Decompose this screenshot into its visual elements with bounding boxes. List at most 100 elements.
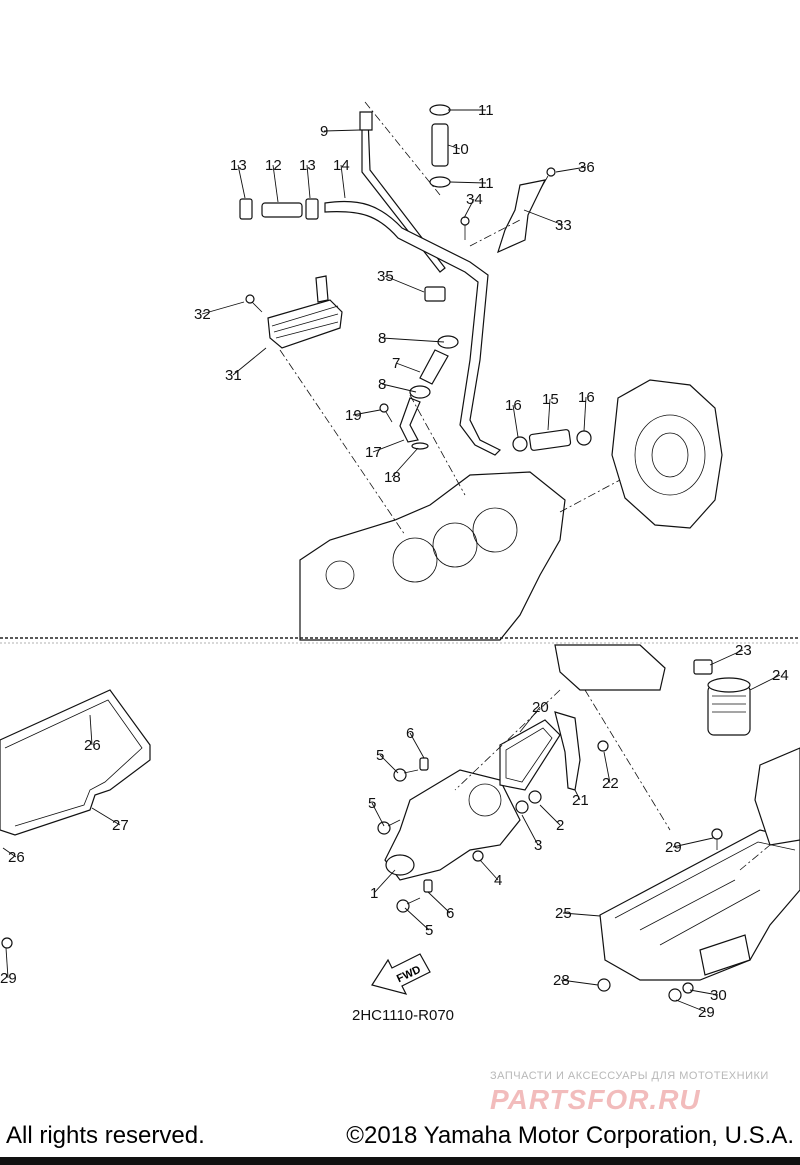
bolt-28 bbox=[597, 978, 611, 992]
footer: All rights reserved. ©2018 Yamaha Motor … bbox=[0, 1118, 800, 1156]
o-ring-3 bbox=[515, 800, 529, 814]
callout-32: 32 bbox=[194, 306, 211, 323]
clamp-13-right bbox=[305, 198, 319, 220]
callout-16: 16 bbox=[578, 389, 595, 406]
oil-pan-25 bbox=[599, 829, 800, 981]
callout-leader-28 bbox=[560, 979, 599, 986]
clamp-13-left bbox=[239, 198, 253, 220]
bottom-bar bbox=[0, 1157, 800, 1165]
callout-28: 28 bbox=[553, 972, 570, 989]
callout-5: 5 bbox=[368, 795, 376, 812]
callout-36: 36 bbox=[578, 159, 595, 176]
callout-31: 31 bbox=[225, 367, 242, 384]
o-ring-18 bbox=[411, 442, 429, 450]
bolt-5-c bbox=[396, 897, 421, 913]
gasket-right bbox=[754, 747, 800, 846]
callout-12: 12 bbox=[265, 157, 282, 174]
callout-3: 3 bbox=[534, 837, 542, 854]
chain-20 bbox=[499, 719, 561, 791]
callout-leader-2 bbox=[539, 804, 561, 826]
clamp-8-bottom bbox=[409, 385, 431, 399]
callout-29: 29 bbox=[0, 970, 17, 987]
clamp-11-bottom bbox=[429, 176, 451, 188]
dowel-6-b bbox=[423, 879, 433, 893]
hose-10 bbox=[431, 123, 449, 167]
drain-bolt-30 bbox=[668, 988, 682, 1002]
callout-1: 1 bbox=[370, 885, 378, 902]
callout-leader-21 bbox=[574, 789, 581, 801]
callout-11: 11 bbox=[478, 102, 494, 119]
pipe-17 bbox=[399, 397, 421, 443]
callout-leader-31 bbox=[232, 347, 267, 376]
callout-6: 6 bbox=[406, 725, 414, 742]
callout-16: 16 bbox=[505, 397, 522, 414]
callout-34: 34 bbox=[466, 191, 483, 208]
dowel-6-a bbox=[419, 757, 429, 771]
callout-leader-5 bbox=[404, 907, 430, 931]
callout-leader-13 bbox=[237, 164, 246, 199]
callout-20: 20 bbox=[532, 699, 549, 716]
callout-leader-5 bbox=[371, 802, 385, 827]
callout-26: 26 bbox=[8, 849, 25, 866]
callout-leader-29 bbox=[672, 837, 714, 848]
footer-copyright: ©2018 Yamaha Motor Corporation, U.S.A. bbox=[346, 1122, 794, 1149]
union-bolt-23 bbox=[693, 659, 713, 675]
callout-26: 26 bbox=[84, 737, 101, 754]
callout-30: 30 bbox=[710, 987, 727, 1004]
callout-leader-11 bbox=[449, 181, 487, 184]
diagram-code: 2HC1110-R070 bbox=[352, 1007, 454, 1024]
callout-leader-16 bbox=[512, 404, 519, 438]
callout-29: 29 bbox=[665, 839, 682, 856]
hose-12 bbox=[261, 202, 303, 218]
callout-17: 17 bbox=[365, 444, 382, 461]
callout-leader-29 bbox=[675, 999, 707, 1013]
callout-18: 18 bbox=[384, 469, 401, 486]
callout-leader-23 bbox=[709, 649, 744, 666]
callout-11: 11 bbox=[478, 175, 494, 192]
callout-13: 13 bbox=[299, 157, 316, 174]
callout-8: 8 bbox=[378, 376, 386, 393]
callout-leader-16 bbox=[583, 396, 587, 432]
callout-10: 10 bbox=[452, 141, 469, 158]
callout-leader-20 bbox=[519, 706, 541, 733]
callout-5: 5 bbox=[425, 922, 433, 939]
callout-7: 7 bbox=[392, 355, 400, 372]
bolt-37 bbox=[539, 167, 556, 191]
gasket-31 bbox=[682, 982, 694, 994]
callout-leader-19 bbox=[352, 409, 381, 416]
clamp-36 bbox=[424, 286, 446, 302]
callout-35: 35 bbox=[377, 268, 394, 285]
callout-19: 19 bbox=[345, 407, 362, 424]
callout-leader-18 bbox=[391, 447, 419, 478]
callout-33: 33 bbox=[555, 217, 572, 234]
callout-leader-33 bbox=[523, 209, 564, 226]
callout-24: 24 bbox=[772, 667, 789, 684]
bolt-35 bbox=[460, 216, 470, 240]
guide-21 bbox=[554, 711, 581, 791]
callout-leader-26 bbox=[2, 847, 17, 858]
callout-leader-8 bbox=[381, 337, 445, 343]
callout-25: 25 bbox=[555, 905, 572, 922]
bolt-22 bbox=[597, 740, 609, 752]
o-ring-4 bbox=[472, 850, 484, 862]
callout-23: 23 bbox=[735, 642, 752, 659]
callout-leader-22 bbox=[603, 751, 611, 784]
callout-leader-1 bbox=[373, 869, 396, 894]
callout-13: 13 bbox=[230, 157, 247, 174]
callout-leader-15 bbox=[547, 398, 551, 431]
callout-8: 8 bbox=[378, 330, 386, 347]
callout-leader-5 bbox=[379, 754, 399, 774]
callout-9: 9 bbox=[320, 123, 328, 140]
watermark-tagline: ЗАПЧАСТИ И АКСЕССУАРЫ ДЛЯ МОТОТЕХНИКИ bbox=[490, 1070, 769, 1082]
o-ring-2 bbox=[528, 790, 542, 804]
watermark-brand: PARTSFOR.RU bbox=[490, 1084, 701, 1115]
callout-27: 27 bbox=[112, 817, 129, 834]
pipe-14 bbox=[324, 200, 502, 456]
callout-29: 29 bbox=[698, 1004, 715, 1021]
callout-leader-26 bbox=[89, 714, 93, 746]
callout-21: 21 bbox=[572, 792, 589, 809]
oil-filter-24 bbox=[707, 677, 751, 736]
hose-7 bbox=[419, 349, 449, 385]
footer-rights: All rights reserved. bbox=[6, 1122, 205, 1149]
